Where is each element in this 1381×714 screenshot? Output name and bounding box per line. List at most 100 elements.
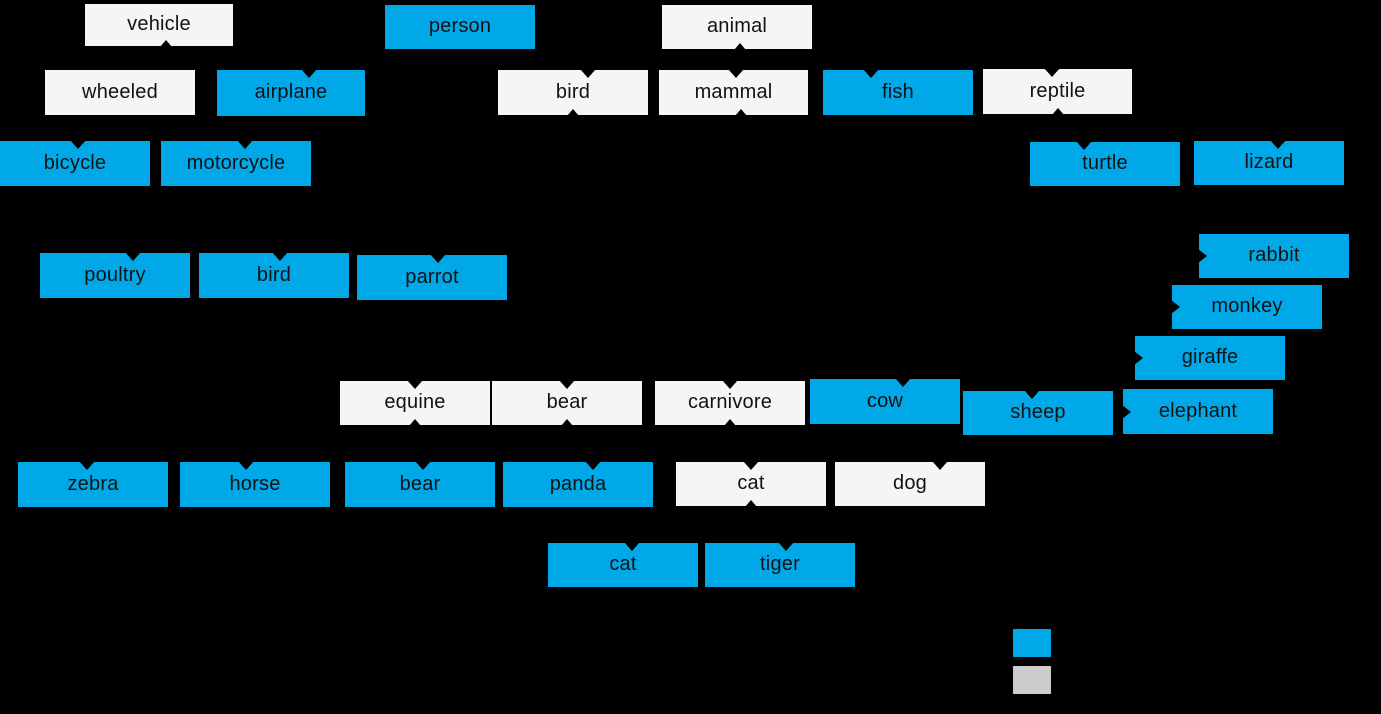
node-label: monkey — [1211, 295, 1283, 317]
node-lizard: lizard — [1194, 140, 1344, 185]
node-zebra: zebra — [18, 461, 168, 507]
node-cat-2: cat — [548, 542, 698, 587]
node-bicycle: bicycle — [0, 140, 150, 186]
arrowhead-icon — [734, 43, 746, 50]
node-label: elephant — [1158, 399, 1238, 422]
node-motorcycle: motorcycle — [161, 140, 311, 186]
node-giraffe: giraffe — [1134, 336, 1285, 380]
node-vehicle: vehicle — [85, 4, 233, 47]
node-label: poultry — [84, 263, 146, 286]
node-animal: animal — [662, 5, 812, 50]
arrowhead-icon — [415, 461, 431, 470]
node-rabbit: rabbit — [1198, 234, 1349, 278]
node-label: dog — [893, 472, 927, 494]
node-label: panda — [549, 472, 607, 495]
arrowhead-icon — [624, 542, 640, 551]
arrowhead-icon — [585, 461, 601, 470]
arrowhead-icon — [559, 380, 575, 389]
node-monkey: monkey — [1171, 285, 1322, 329]
node-label: tiger — [760, 553, 800, 575]
node-label: cow — [866, 389, 904, 412]
arrowhead-icon — [1270, 140, 1286, 149]
arrowhead-icon — [863, 69, 879, 78]
node-label: bicycle — [43, 151, 107, 174]
arrowhead-icon — [1171, 300, 1180, 314]
arrowhead-icon — [1076, 141, 1092, 150]
node-label: person — [428, 15, 492, 37]
node-horse: horse — [180, 461, 330, 507]
node-poultry: poultry — [40, 252, 190, 298]
node-label: cat — [737, 472, 765, 494]
arrowhead-icon — [272, 252, 288, 261]
arrowhead-icon — [237, 140, 253, 149]
node-dog: dog — [835, 461, 985, 506]
node-elephant: elephant — [1122, 389, 1273, 434]
legend-swatch-highlighted — [1013, 629, 1051, 657]
arrowhead-icon — [1043, 68, 1060, 77]
arrowhead-icon — [407, 380, 423, 389]
node-bear-2: bear — [345, 461, 495, 507]
arrowhead-icon — [728, 69, 745, 78]
node-label: motorcycle — [186, 151, 286, 174]
node-bear: bear — [492, 380, 642, 426]
node-cat: cat — [676, 461, 826, 507]
node-fish: fish — [823, 69, 973, 115]
arrowhead-icon — [580, 69, 596, 78]
legend-swatch-other — [1013, 666, 1051, 694]
arrowhead-icon — [430, 254, 446, 263]
arrowhead-icon — [567, 109, 579, 116]
arrowhead-icon — [1024, 390, 1040, 399]
node-label: airplane — [254, 81, 328, 103]
arrowhead-icon — [160, 40, 173, 47]
node-label: rabbit — [1248, 244, 1300, 266]
node-label: reptile — [1029, 79, 1086, 102]
node-equine: equine — [340, 380, 490, 426]
arrowhead-icon — [734, 109, 747, 116]
node-label: sheep — [1010, 401, 1066, 423]
arrowhead-icon — [724, 419, 736, 426]
arrowhead-icon — [722, 380, 738, 389]
node-label: mammal — [694, 80, 773, 103]
arrowhead-icon — [125, 252, 141, 261]
node-person: person — [385, 5, 535, 49]
node-label: vehicle — [127, 13, 191, 35]
node-tiger: tiger — [705, 542, 855, 587]
node-carnivore: carnivore — [655, 380, 805, 426]
arrowhead-icon — [895, 378, 911, 387]
node-label: cat — [609, 553, 637, 575]
node-label: giraffe — [1181, 346, 1239, 368]
arrowhead-icon — [743, 461, 759, 470]
node-bird: bird — [498, 69, 648, 116]
node-sheep: sheep — [963, 390, 1113, 435]
node-parrot: parrot — [357, 254, 507, 300]
node-label: turtle — [1082, 152, 1128, 174]
node-label: bear — [399, 472, 441, 495]
arrowhead-icon — [79, 461, 95, 470]
node-panda: panda — [503, 461, 653, 507]
node-label: bird — [256, 263, 292, 286]
arrowhead-icon — [932, 461, 948, 470]
node-label: bear — [546, 391, 588, 413]
node-turtle: turtle — [1030, 141, 1180, 186]
node-label: animal — [706, 15, 768, 37]
arrowhead-icon — [70, 140, 86, 149]
arrowhead-icon — [300, 69, 317, 78]
arrowhead-icon — [1122, 404, 1131, 419]
node-label: parrot — [405, 265, 459, 288]
node-label: horse — [229, 472, 281, 495]
node-label: bird — [555, 80, 591, 103]
arrowhead-icon — [1051, 108, 1064, 115]
node-airplane: airplane — [217, 69, 365, 116]
arrowhead-icon — [778, 542, 794, 551]
arrowhead-icon — [1134, 351, 1143, 365]
node-label: zebra — [67, 472, 119, 495]
node-wheeled: wheeled — [45, 70, 195, 115]
node-bird-2: bird — [199, 252, 349, 298]
node-label: fish — [882, 80, 914, 103]
node-cow: cow — [810, 378, 960, 424]
node-label: carnivore — [687, 391, 773, 413]
arrowhead-icon — [238, 461, 254, 470]
node-mammal: mammal — [659, 69, 808, 116]
arrowhead-icon — [745, 500, 757, 507]
node-label: wheeled — [82, 80, 158, 103]
